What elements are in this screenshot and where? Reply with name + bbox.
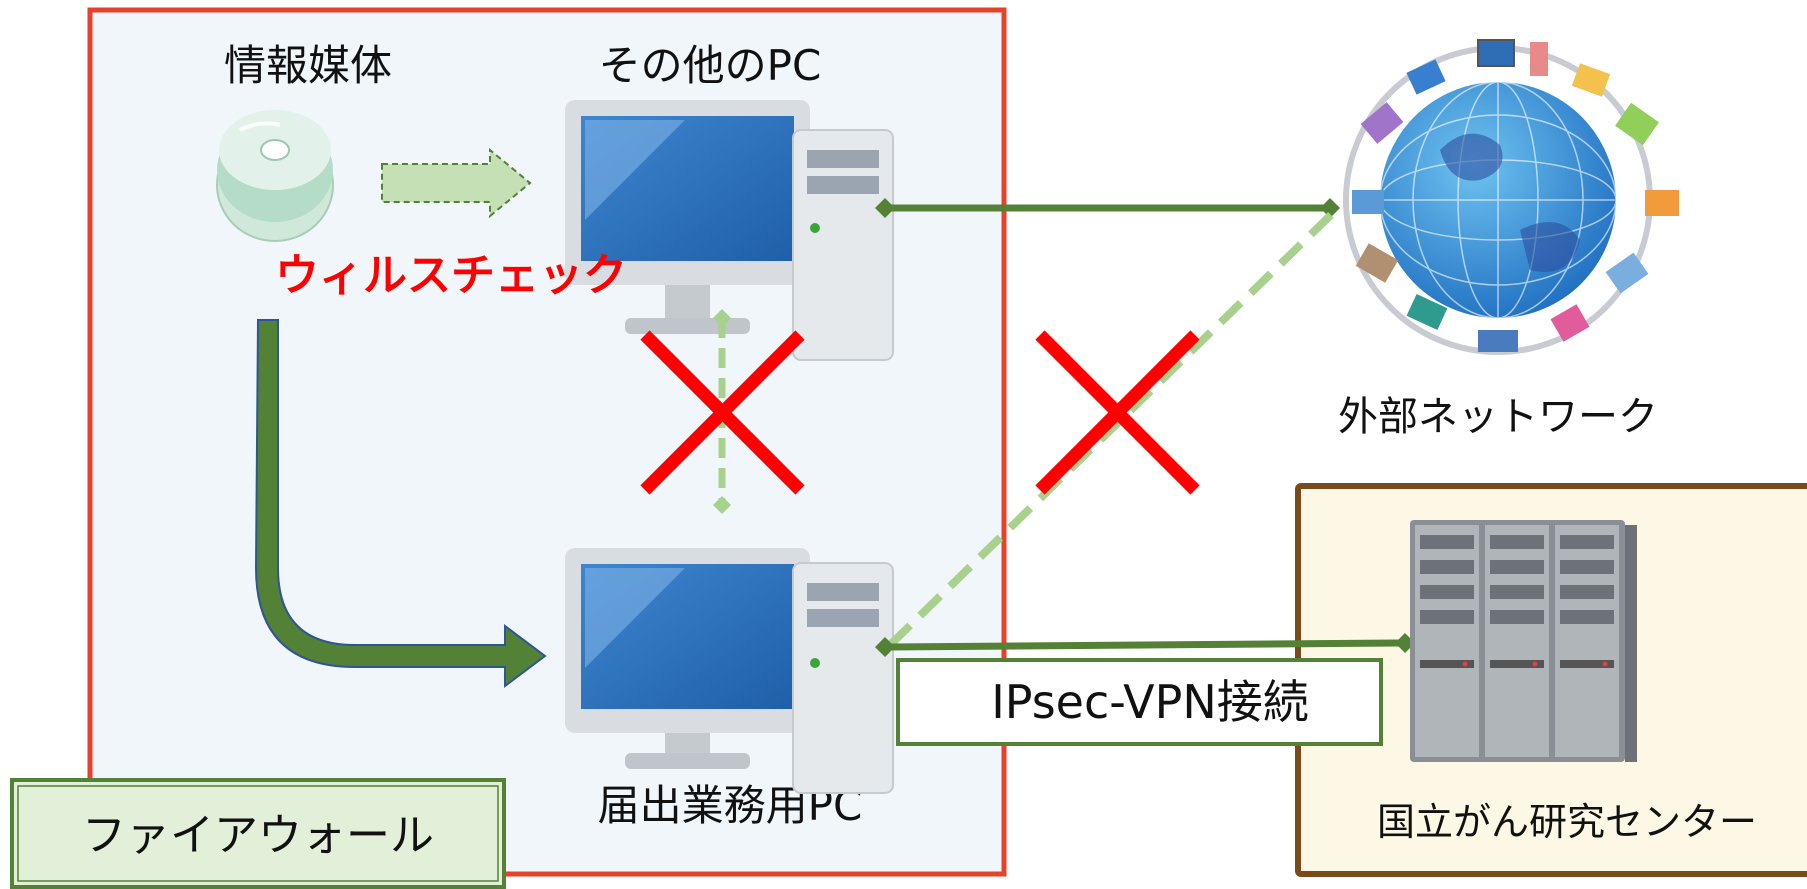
- server-rack-icon: [1410, 520, 1637, 762]
- globe-network-icon: [1343, 39, 1679, 355]
- media-to-notification-arrow: [254, 319, 547, 688]
- desktop-pc-icon: [565, 100, 894, 361]
- firewall-label-box: [10, 778, 506, 889]
- desktop-pc-icon: [565, 548, 894, 794]
- firewall-label: ファイアウォール: [82, 810, 434, 861]
- media-to-pc-arrow: [381, 147, 532, 219]
- center-label: 国立がん研究センター: [1377, 800, 1757, 844]
- notification-to-network-link: [887, 205, 1341, 648]
- virus-check-label: ウィルスチェック: [275, 250, 627, 301]
- external-network-label: 外部ネットワーク: [1338, 394, 1658, 440]
- blocked-cross-icon: [1035, 330, 1200, 495]
- cd-disc-icon: [216, 110, 334, 242]
- firewall-label-box-inner: [17, 785, 499, 882]
- blocked-cross-icon: [640, 330, 805, 495]
- vpn-label: IPsec-VPN接続: [991, 675, 1309, 729]
- media-label: 情報媒体: [224, 41, 392, 90]
- other-pc-label: その他のPC: [599, 41, 822, 90]
- vpn-label-box: [896, 658, 1383, 746]
- vpn-link: [875, 633, 1415, 657]
